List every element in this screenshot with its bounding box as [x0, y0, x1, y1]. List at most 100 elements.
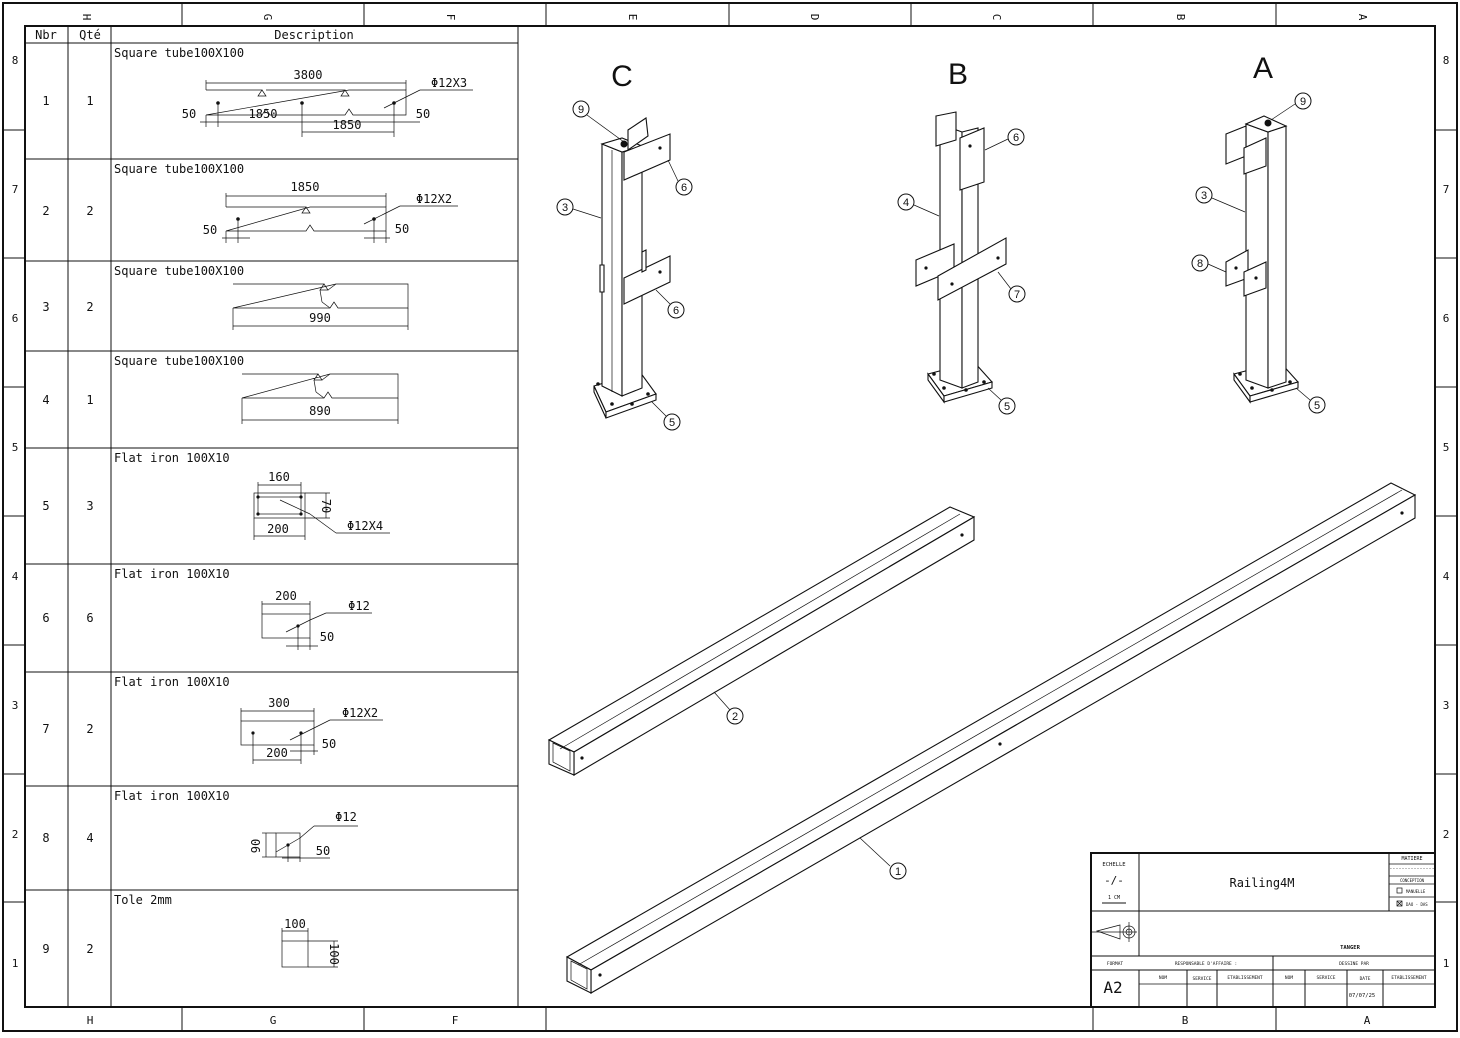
responsible-label: RESPONSABLE D'AFFAIRE : — [1175, 961, 1237, 967]
conception-cad: DAO - DAS — [1406, 902, 1428, 907]
grid-row-label: 4 — [12, 570, 19, 583]
bom-row-qty: 2 — [86, 204, 93, 218]
establishment-label: ETABLISSEMENT — [1391, 975, 1427, 981]
bom-row-description: Square tube100X100 — [114, 264, 244, 278]
dimension-label: Φ12 — [335, 810, 357, 824]
date-label: DATE — [1360, 976, 1371, 982]
right-grid-labels: 8 7 6 5 4 3 2 1 — [1443, 54, 1450, 970]
grid-row-label: 1 — [12, 957, 19, 970]
rail-short-view: 2 — [547, 506, 976, 776]
dimension-label: Φ12X4 — [347, 519, 383, 533]
bom-row-nbr: 8 — [42, 831, 49, 845]
grid-row-label: 4 — [1443, 570, 1450, 583]
grid-row-label: 2 — [12, 828, 19, 841]
date-value: 07/07/25 — [1349, 993, 1376, 999]
material-value: --------------- — [1389, 866, 1434, 872]
bom-row-qty: 2 — [86, 300, 93, 314]
bom-row-nbr: 2 — [42, 204, 49, 218]
part-1-sketch: 3800 Φ12X3 50 1850 1850 50 — [182, 68, 473, 137]
top-grid-labels: H G F E D C B A — [80, 14, 1369, 21]
bom-table: Nbr Qté Description 1 1 2 2 3 2 4 1 5 3 … — [24, 25, 519, 1008]
dimension-label: 1850 — [249, 107, 278, 121]
balloon-6: 6 — [673, 305, 679, 317]
grid-col-label: H — [80, 14, 93, 21]
establishment-label: ETABLISSEMENT — [1227, 975, 1263, 981]
balloon-5: 5 — [1314, 400, 1320, 412]
bom-numbers: 1 1 2 2 3 2 4 1 5 3 6 6 7 2 8 4 9 2 — [42, 94, 93, 956]
dimension-label: 1850 — [291, 180, 320, 194]
bottom-grid-labels: H G F B A — [87, 1014, 1371, 1027]
grid-col-label: C — [990, 14, 1003, 21]
grid-col-label: A — [1364, 1014, 1371, 1027]
service-label: SERVICE — [1317, 975, 1336, 981]
grid-col-label: B — [1174, 14, 1187, 21]
dimension-label: Φ12X2 — [342, 706, 378, 720]
balloon-9: 9 — [1300, 96, 1306, 108]
grid-col-label: B — [1182, 1014, 1189, 1027]
grid-col-label: A — [1356, 14, 1369, 21]
dimension-label: 50 — [182, 107, 196, 121]
view-label-c: C — [611, 60, 633, 93]
name-label: NOM — [1285, 975, 1293, 981]
part-7-sketch: 300 Φ12X2 200 50 — [240, 696, 383, 764]
dimension-label: Φ12 — [348, 599, 370, 613]
balloon-7: 7 — [1014, 289, 1020, 301]
format-value: A2 — [1103, 978, 1122, 997]
grid-row-label: 2 — [1443, 828, 1450, 841]
dimension-label: 3800 — [294, 68, 323, 82]
projection-symbol-icon — [1092, 922, 1137, 942]
dimension-label: 50 — [322, 737, 336, 751]
dimension-label: 300 — [268, 696, 290, 710]
title-block: ECHELLE -/- 1 CM Railing4M MATIERE -----… — [1090, 852, 1436, 1008]
balloon-3: 3 — [562, 202, 568, 214]
scale-label: ECHELLE — [1102, 862, 1125, 868]
part-3-sketch: 990 — [232, 283, 409, 330]
dimension-label: 90 — [249, 839, 263, 853]
bom-row-description: Flat iron 100X10 — [114, 451, 230, 465]
grid-row-label: 1 — [1443, 957, 1450, 970]
rail-long-view: 1 — [565, 482, 1417, 994]
dimension-label: 100 — [327, 943, 341, 965]
dimension-label: 50 — [416, 107, 430, 121]
grid-row-label: 3 — [12, 699, 19, 712]
bom-row-description: Square tube100X100 — [114, 354, 244, 368]
bom-header-qty: Qté — [79, 28, 101, 42]
grid-row-label: 8 — [12, 54, 19, 67]
grid-col-label: D — [808, 14, 821, 21]
part-6-sketch: 200 Φ12 50 — [261, 589, 372, 650]
dimension-label: 50 — [316, 844, 330, 858]
bom-row-qty: 1 — [86, 94, 93, 108]
cad-checkbox — [1396, 900, 1403, 907]
grid-row-label: 7 — [12, 183, 19, 196]
part-8-sketch: Φ12 90 50 — [249, 810, 358, 862]
scale-unit: 1 CM — [1108, 895, 1120, 901]
bom-row-qty: 4 — [86, 831, 93, 845]
dimension-label: 200 — [275, 589, 297, 603]
grid-col-label: G — [261, 14, 274, 21]
grid-row-label: 5 — [1443, 441, 1450, 454]
grid-col-label: F — [444, 14, 457, 21]
dimension-label: 200 — [267, 522, 289, 536]
balloon-8: 8 — [1197, 258, 1203, 270]
balloon-5: 5 — [1004, 401, 1010, 413]
drawing-title: Railing4M — [1229, 876, 1294, 890]
grid-col-label: G — [270, 1014, 277, 1027]
manual-checkbox — [1396, 887, 1403, 894]
grid-row-label: 6 — [12, 312, 19, 325]
view-label-a: A — [1253, 52, 1273, 85]
part-4-sketch: 890 — [241, 373, 399, 424]
post-b-view: B 6 4 7 5 — [897, 58, 1026, 415]
balloon-6: 6 — [1013, 132, 1019, 144]
post-c-view: C 9 6 3 6 5 — [556, 60, 693, 431]
balloon-3: 3 — [1201, 190, 1207, 202]
bom-row-qty: 3 — [86, 499, 93, 513]
bom-row-nbr: 1 — [42, 94, 49, 108]
grid-row-label: 5 — [12, 441, 19, 454]
bom-row-nbr: 5 — [42, 499, 49, 513]
grid-row-label: 7 — [1443, 183, 1450, 196]
service-label: SERVICE — [1193, 976, 1212, 982]
bom-header: Nbr Qté Description — [35, 28, 354, 42]
balloon-5: 5 — [669, 417, 675, 429]
